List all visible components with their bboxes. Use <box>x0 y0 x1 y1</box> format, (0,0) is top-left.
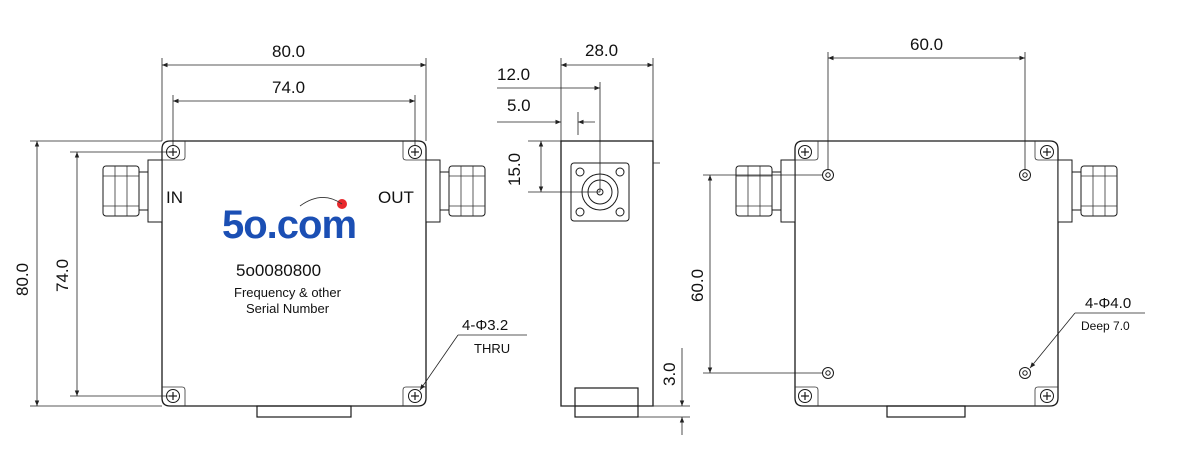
back-screws <box>795 141 1058 406</box>
front-hole-callout: 4-Φ3.2 THRU <box>419 317 527 391</box>
back-body <box>794 140 1059 407</box>
back-view: 60.0 60.0 4-Φ4.0 Deep 7.0 <box>688 35 1145 418</box>
dim-side-width: 28.0 <box>585 41 618 60</box>
front-body <box>161 140 427 407</box>
back-top-dimensions: 60.0 <box>827 35 1026 170</box>
screw-icon <box>407 144 423 160</box>
dim-connector-offset: 12.0 <box>497 65 530 84</box>
front-hole-spec: 4-Φ3.2 <box>462 317 508 334</box>
front-screws <box>162 141 426 406</box>
connector-in-icon <box>102 159 163 223</box>
logo-text: 5o.com <box>222 203 356 247</box>
screw-icon <box>407 388 423 404</box>
back-hole-depth: Deep 7.0 <box>1081 319 1130 333</box>
screw-icon <box>797 144 813 160</box>
side-foot-dimensions: 3.0 <box>638 348 690 435</box>
front-top-dimensions: 80.0 74.0 <box>161 42 427 145</box>
front-hole-type: THRU <box>474 341 510 356</box>
side-view: 28.0 12.0 5.0 15.0 3.0 <box>497 41 690 435</box>
hole-icon <box>822 169 834 181</box>
dim-back-width-holes: 60.0 <box>910 35 943 54</box>
side-top-dimensions: 28.0 12.0 5.0 <box>497 41 654 192</box>
dim-width-outer: 80.0 <box>272 42 305 61</box>
dim-foot-height: 3.0 <box>660 362 679 386</box>
back-connector-left-icon <box>735 159 796 223</box>
front-view: IN OUT 5o.com 5o0080800 Frequency & othe… <box>13 42 527 418</box>
dim-width-holes: 74.0 <box>272 78 305 97</box>
dim-height-outer: 80.0 <box>13 263 32 296</box>
port-out-label: OUT <box>378 188 414 207</box>
side-foot <box>574 387 639 418</box>
dim-small-offset: 5.0 <box>507 96 531 115</box>
screw-icon <box>1039 388 1055 404</box>
front-foot <box>256 405 352 418</box>
back-hole-spec: 4-Φ4.0 <box>1085 295 1131 312</box>
note-line-1: Frequency & other <box>234 285 342 300</box>
dim-back-height-holes: 60.0 <box>688 269 707 302</box>
hole-icon <box>1019 169 1031 181</box>
hole-icon <box>1019 367 1031 379</box>
back-hole-callout: 4-Φ4.0 Deep 7.0 <box>1029 295 1145 369</box>
dim-height-holes: 74.0 <box>53 259 72 292</box>
back-connector-right-icon <box>1057 159 1118 223</box>
connector-out-icon <box>425 159 486 223</box>
port-in-label: IN <box>166 188 183 207</box>
screw-icon <box>797 388 813 404</box>
back-foot <box>886 405 966 418</box>
side-left-dimensions: 15.0 <box>505 140 660 193</box>
dim-connector-height: 15.0 <box>505 153 524 186</box>
note-line-2: Serial Number <box>246 301 330 316</box>
hole-icon <box>822 367 834 379</box>
back-left-dimensions: 60.0 <box>688 174 822 374</box>
model-number: 5o0080800 <box>236 261 321 280</box>
brand-logo: 5o.com <box>222 197 357 247</box>
front-left-dimensions: 80.0 74.0 <box>13 140 173 407</box>
screw-icon <box>1039 144 1055 160</box>
